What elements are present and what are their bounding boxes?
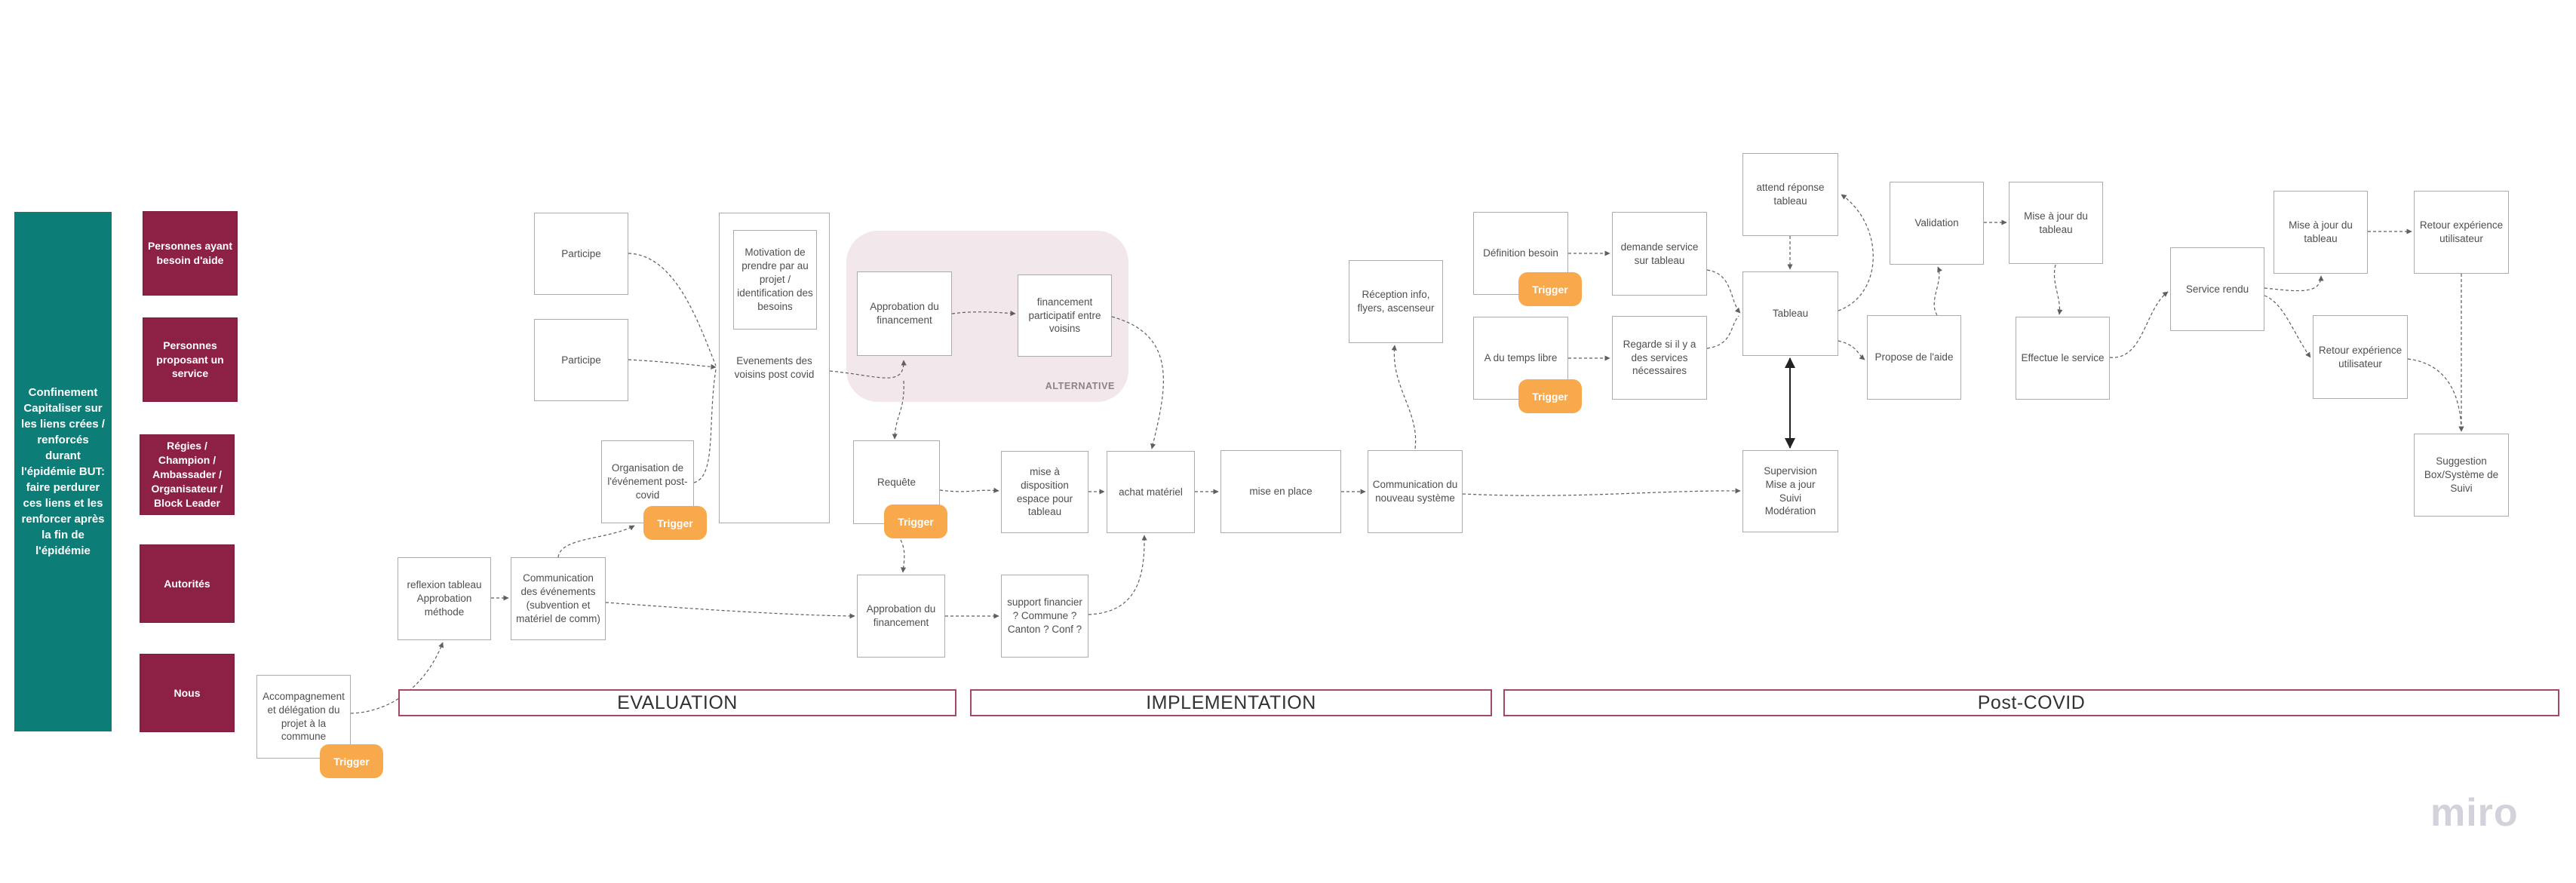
flow-node-service-rendu[interactable]: Service rendu [2170, 247, 2264, 331]
flow-node-motivation[interactable]: Motivation de prendre par au projet / id… [733, 230, 817, 330]
flow-node-reception-info[interactable]: Réception info, flyers, ascenseur [1349, 260, 1443, 343]
flow-node-participe2[interactable]: Participe [534, 319, 628, 401]
legend-note[interactable]: Confinement Capitaliser sur les liens cr… [14, 212, 112, 731]
actor-note-2[interactable]: Régies / Champion / Ambassader / Organis… [140, 434, 235, 515]
trigger-organisation[interactable]: Trigger [643, 506, 707, 540]
miro-watermark: miro [2430, 791, 2519, 835]
trigger-temps-libre[interactable]: Trigger [1518, 379, 1582, 413]
flow-node-mise-a-disposition[interactable]: mise à disposition espace pour tableau [1001, 451, 1088, 533]
flow-node-communication-systeme[interactable]: Communication du nouveau système [1368, 450, 1463, 533]
phase-bar-post-covid[interactable]: Post-COVID [1503, 689, 2559, 716]
flow-node-mise-a-jour-1[interactable]: Mise à jour du tableau [2009, 182, 2103, 264]
flow-node-retour-2[interactable]: Retour expérience utilisateur [2313, 315, 2408, 399]
flow-node-communication-evenements[interactable]: Communication des événements (subvention… [511, 557, 606, 640]
trigger-definition-besoin[interactable]: Trigger [1518, 272, 1582, 306]
alternative-label: ALTERNATIVE [1045, 381, 1115, 391]
flow-node-support-financier[interactable]: support financier ? Commune ? Canton ? C… [1001, 575, 1088, 658]
actor-note-0[interactable]: Personnes ayant besoin d'aide [143, 211, 238, 296]
flow-node-effectue-service[interactable]: Effectue le service [2016, 317, 2110, 400]
flow-node-reflexion[interactable]: reflexion tableau Approbation méthode [398, 557, 491, 640]
actor-note-1[interactable]: Personnes proposant un service [143, 317, 238, 402]
actor-note-4[interactable]: Nous [140, 654, 235, 732]
flow-node-suggestion[interactable]: Suggestion Box/Système de Suivi [2414, 434, 2509, 517]
trigger-accompagnement[interactable]: Trigger [320, 744, 383, 778]
flow-node-mise-a-jour-2[interactable]: Mise à jour du tableau [2274, 191, 2368, 274]
flow-node-approbation-alt[interactable]: Approbation du financement [857, 271, 952, 356]
flow-node-achat-materiel[interactable]: achat matériel [1107, 451, 1195, 533]
flow-node-propose-aide[interactable]: Propose de l'aide [1867, 315, 1961, 400]
flow-node-attend-reponse[interactable]: attend réponse tableau [1742, 153, 1838, 236]
actor-note-3[interactable]: Autorités [140, 544, 235, 623]
phase-bar-evaluation[interactable]: EVALUATION [398, 689, 956, 716]
flow-node-approbation-financement[interactable]: Approbation du financement [857, 575, 945, 658]
flow-node-validation[interactable]: Validation [1890, 182, 1984, 265]
flow-node-demande-service[interactable]: demande service sur tableau [1612, 212, 1707, 296]
flow-node-financement-participatif[interactable]: financement participatif entre voisins [1018, 274, 1112, 357]
phase-bar-implementation[interactable]: IMPLEMENTATION [970, 689, 1492, 716]
flow-node-retour-1[interactable]: Retour expérience utilisateur [2414, 191, 2509, 274]
trigger-requete[interactable]: Trigger [884, 504, 947, 538]
flow-node-regarde-services[interactable]: Regarde si il y a des services nécessair… [1612, 316, 1707, 400]
flow-node-mise-en-place[interactable]: mise en place [1220, 450, 1341, 533]
flow-node-tableau[interactable]: Tableau [1742, 271, 1838, 356]
flow-node-supervision[interactable]: Supervision Mise a jour Suivi Modération [1742, 450, 1838, 532]
flow-node-participe1[interactable]: Participe [534, 213, 628, 295]
